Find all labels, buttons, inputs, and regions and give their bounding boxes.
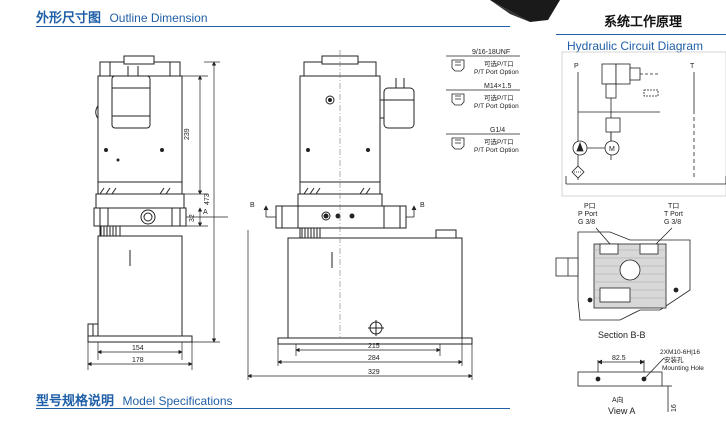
label-a: A xyxy=(203,209,208,216)
section-b-arrows xyxy=(263,205,417,218)
model-specifications-heading: 型号规格说明 Model Specifications xyxy=(36,390,233,410)
dim-473: 473 xyxy=(204,193,211,205)
section-t-size: G 3/8 xyxy=(664,219,681,226)
view-a-en: Mounting Hole xyxy=(662,365,704,372)
view-a-cn: 安装孔 xyxy=(664,355,684,364)
section-p-size: G 3/8 xyxy=(578,219,595,226)
dim-284: 284 xyxy=(368,355,380,362)
dim-178: 178 xyxy=(132,357,144,364)
outline-heading-rule xyxy=(36,26,510,27)
circuit-diagram-heading: Hydraulic Circuit Diagram xyxy=(567,39,704,53)
model-heading-en: Model Specifications xyxy=(122,394,233,408)
side-view xyxy=(275,55,473,345)
hydraulic-circuit xyxy=(561,51,726,197)
front-view xyxy=(87,55,193,343)
model-heading-rule xyxy=(36,408,510,409)
dim-154: 154 xyxy=(132,345,144,352)
dim-239: 239 xyxy=(184,128,191,140)
view-a-dim-825: 82.5 xyxy=(612,355,626,362)
view-a-drawing xyxy=(577,357,672,412)
port-option-2-cn: 可选P/T口 xyxy=(484,93,514,102)
product-photo-corner xyxy=(490,0,560,22)
label-b-left: B xyxy=(250,202,255,209)
view-a-cn-title: A向 xyxy=(612,395,624,404)
section-p-cn: P口 xyxy=(584,202,596,210)
port-option-1-thread: 9/16-18UNF xyxy=(472,49,510,56)
outline-heading-en: Outline Dimension xyxy=(109,11,208,25)
port-option-2-en: P/T Port Option xyxy=(474,103,519,110)
section-bb-title: Section B-B xyxy=(598,330,646,340)
section-bb-drawing xyxy=(555,227,691,321)
port-options xyxy=(446,55,520,150)
view-a-title: View A xyxy=(608,406,635,416)
circuit-motor: M xyxy=(609,146,615,153)
circuit-heading-rule xyxy=(556,34,726,35)
port-option-3-thread: G1/4 xyxy=(490,127,505,134)
section-t-cn: T口 xyxy=(668,202,679,210)
port-option-3-en: P/T Port Option xyxy=(474,147,519,154)
section-p-en: P Port xyxy=(578,211,597,218)
view-a-dim-16: 16 xyxy=(671,404,678,412)
view-a-thread: 2XM10-6H|16 xyxy=(660,349,700,356)
port-option-2-thread: M14×1.5 xyxy=(484,83,512,90)
label-b-right: B xyxy=(420,202,425,209)
outline-dimension-heading: 外形尺寸图 Outline Dimension xyxy=(36,7,208,27)
dim-215: 215 xyxy=(368,343,380,350)
outline-heading-cn: 外形尺寸图 xyxy=(36,10,102,25)
port-option-1-cn: 可选P/T口 xyxy=(484,59,514,68)
model-heading-cn: 型号规格说明 xyxy=(36,393,115,408)
section-t-en: T Port xyxy=(664,211,683,218)
front-view-dimensions xyxy=(87,61,228,370)
circuit-t: T xyxy=(690,63,695,70)
working-principle-heading: 系统工作原理 xyxy=(604,14,683,29)
port-option-3-cn: 可选P/T口 xyxy=(484,137,514,146)
side-view-dimensions xyxy=(247,230,473,380)
circuit-p: P xyxy=(574,63,579,70)
port-option-1-en: P/T Port Option xyxy=(474,69,519,76)
dim-32: 32 xyxy=(189,214,196,222)
dim-329: 329 xyxy=(368,369,380,376)
